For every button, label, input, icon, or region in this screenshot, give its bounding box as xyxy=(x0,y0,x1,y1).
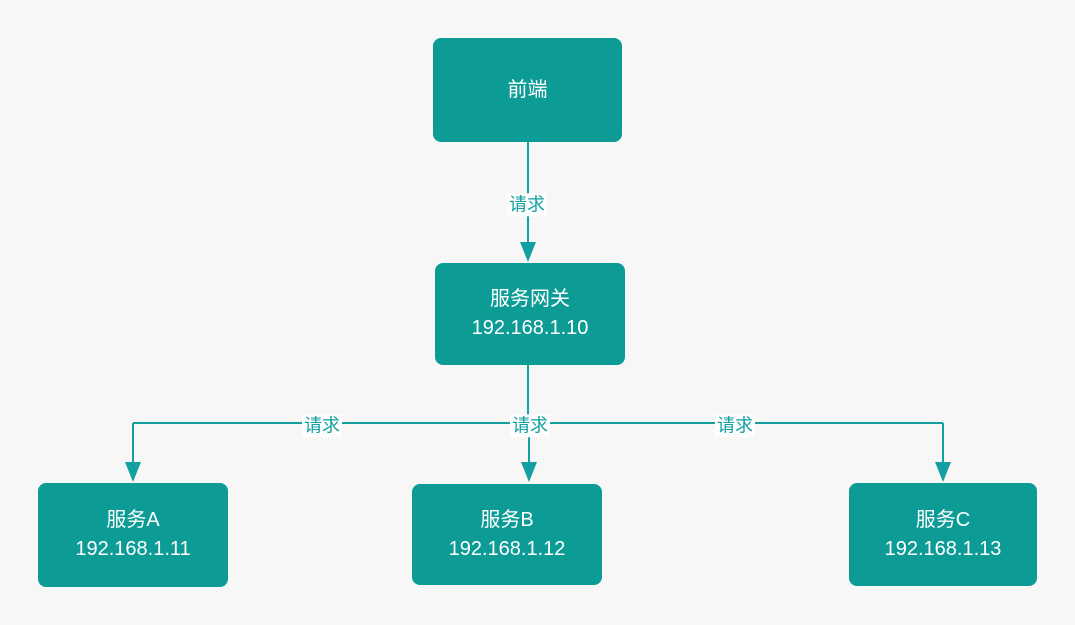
edge-frontend-gateway-arrowhead-icon xyxy=(520,242,536,262)
node-frontend[interactable]: 前端 xyxy=(433,38,622,142)
node-service-b-label: 服务B xyxy=(480,508,534,531)
node-service-b[interactable]: 服务B 192.168.1.12 xyxy=(412,484,602,585)
edge-label-gateway-service-b: 请求 xyxy=(510,414,550,438)
node-service-c-label: 服务C xyxy=(915,508,971,531)
edge-gateway-service-c-arrowhead-icon xyxy=(935,462,951,482)
node-service-a-label: 服务A xyxy=(106,509,160,531)
edge-gateway-service-a-arrowhead-icon xyxy=(125,462,141,482)
edge-label-gateway-service-a: 请求 xyxy=(302,414,342,438)
node-service-c[interactable]: 服务C 192.168.1.13 xyxy=(849,483,1037,586)
node-service-a[interactable]: 服务A 192.168.1.11 xyxy=(38,483,228,587)
node-gateway-label: 服务网关 xyxy=(490,288,570,310)
edge-gateway-service-b-arrowhead-icon xyxy=(521,462,537,482)
node-service-a-ip: 192.168.1.11 xyxy=(75,538,191,560)
edge-label-gateway-service-c: 请求 xyxy=(715,414,755,438)
node-frontend-label: 前端 xyxy=(507,78,548,101)
node-service-b-ip: 192.168.1.12 xyxy=(448,537,566,560)
node-gateway[interactable]: 服务网关 192.168.1.10 xyxy=(435,263,625,365)
edge-label-frontend-gateway: 请求 xyxy=(507,193,547,217)
node-service-c-ip: 192.168.1.13 xyxy=(884,537,1002,560)
node-gateway-ip: 192.168.1.10 xyxy=(471,317,589,339)
